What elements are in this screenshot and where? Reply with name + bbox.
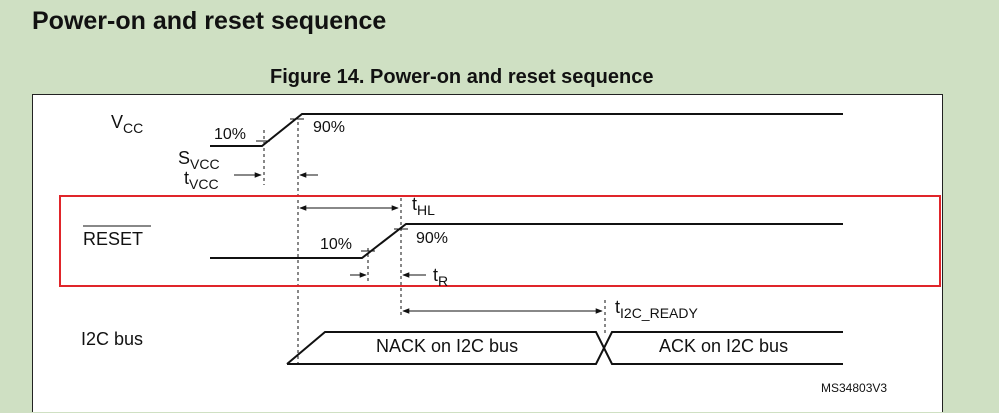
vcc-timing: SVCC tVCC	[178, 130, 318, 192]
figure-frame	[32, 94, 943, 412]
reset-waveform	[210, 223, 843, 259]
reset-low-percent: 10%	[320, 236, 352, 253]
i2c-signal: I2C bus NACK on I2C bus ACK on I2C bus	[81, 329, 843, 365]
reset-label: RESET	[83, 229, 143, 249]
tr-label: tR	[433, 265, 448, 289]
i2c-bus-label: I2C bus	[81, 329, 143, 349]
thl-label: tHL	[412, 194, 435, 218]
reset-high-percent: 90%	[416, 230, 448, 247]
vcc-high-percent: 90%	[313, 119, 345, 136]
i2c-waveform-lower	[287, 331, 843, 365]
section-heading: Power-on and reset sequence	[32, 7, 387, 35]
tr-timing: tR	[350, 248, 448, 289]
vcc-waveform	[210, 113, 843, 147]
svcc-label: SVCC	[178, 148, 220, 172]
ti2c-ready-label: tI2C_READY	[615, 297, 698, 321]
tvcc-label: tVCC	[184, 168, 219, 192]
vcc-low-percent: 10%	[214, 126, 246, 143]
figure-code: MS34803V3	[821, 381, 887, 395]
nack-label: NACK on I2C bus	[376, 336, 518, 356]
vcc-signal: VCC 10% 90%	[111, 112, 843, 147]
i2c-waveform-upper	[286, 331, 843, 365]
figure-caption: Figure 14. Power-on and reset sequence	[270, 66, 654, 88]
reset-highlight-box	[59, 195, 941, 287]
vcc-label: VCC	[111, 112, 143, 136]
ti2c-ready-timing: tI2C_READY	[402, 297, 698, 334]
ack-label: ACK on I2C bus	[659, 336, 788, 356]
reset-signal: RESET 10% 90%	[83, 223, 843, 259]
thl-timing: tHL	[299, 194, 435, 218]
